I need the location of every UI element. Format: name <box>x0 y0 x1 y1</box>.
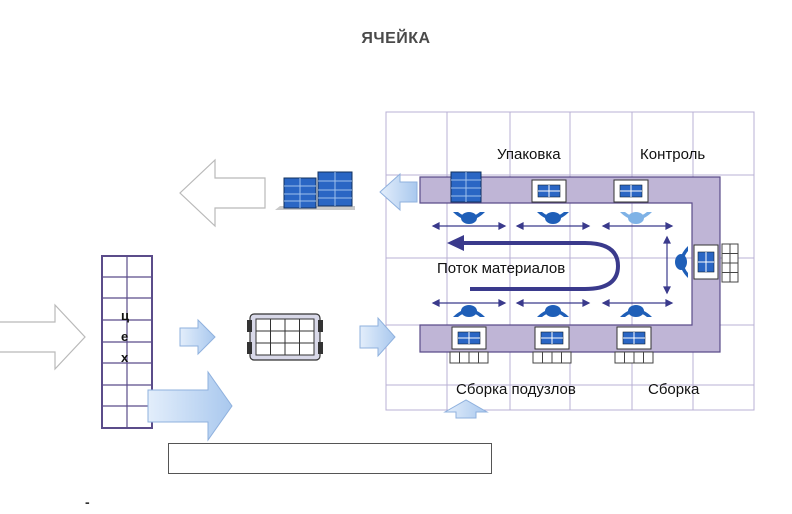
subassembly-label: Сборка подузлов <box>456 381 576 398</box>
shelf-rack-icon <box>275 171 355 210</box>
page-title: ЯЧЕЙКА <box>361 30 431 47</box>
workstation-icon <box>531 179 567 203</box>
operator-icon <box>620 212 652 224</box>
workshop-letter: е <box>121 329 129 344</box>
workstation-icon <box>616 326 652 350</box>
outline-arrow-icon <box>0 303 86 371</box>
operator-icon <box>453 212 485 224</box>
parts-tray-icon <box>532 351 572 364</box>
incoming-arrow <box>443 399 489 419</box>
workstation-icon <box>451 326 487 350</box>
motion-arrows <box>431 222 674 307</box>
parts-tray-icon <box>614 351 654 364</box>
incoming-arrow <box>359 316 396 358</box>
workshop-letter: х <box>121 350 129 365</box>
transfer-arrow <box>179 318 216 356</box>
workshop-building-icon <box>101 255 153 429</box>
packing-label: Упаковка <box>497 146 561 163</box>
workshop-letter: ц <box>121 308 129 323</box>
pallet-truck-icon <box>247 313 323 361</box>
workstation-icon <box>693 244 719 280</box>
cell-track <box>419 176 721 353</box>
material-flow-arrow <box>447 235 621 291</box>
transfer-arrow <box>147 370 233 442</box>
shelf-rack-icon <box>450 171 482 203</box>
operator-icon <box>537 212 569 224</box>
workstation-icon <box>534 326 570 350</box>
operator-icon <box>620 305 652 317</box>
workstation-icon <box>613 179 649 203</box>
caption-box <box>168 443 492 474</box>
parts-tray-icon <box>721 243 739 283</box>
operator-icon <box>537 305 569 317</box>
outline-arrow-icon <box>179 158 266 228</box>
operator-icon <box>675 246 688 278</box>
parts-tray-icon <box>449 351 489 364</box>
material-flow-label: Поток материалов <box>437 260 566 277</box>
operator-icon <box>453 305 485 317</box>
outgoing-arrow <box>379 172 418 212</box>
control-label: Контроль <box>640 146 706 163</box>
footer-mark: - <box>85 494 90 510</box>
assembly-label: Сборка <box>648 381 700 398</box>
